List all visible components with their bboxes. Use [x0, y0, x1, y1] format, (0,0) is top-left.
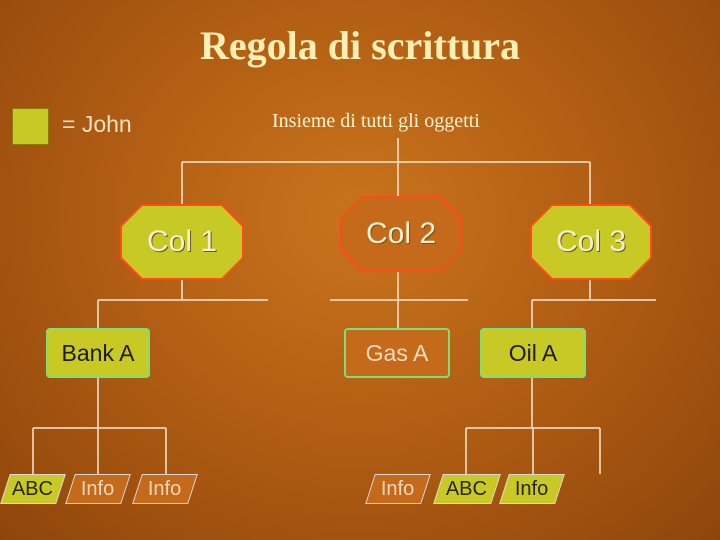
root-node-label: Insieme di tutti gli oggetti — [272, 110, 480, 132]
leaf-node-info: Info — [365, 474, 431, 504]
leaf-node-abc: ABC — [0, 474, 66, 504]
item-label: Bank A — [61, 339, 135, 366]
item-label: Oil A — [508, 339, 558, 366]
leaf-node-info: Info — [499, 474, 565, 504]
item-node-bank-a: Bank A — [46, 328, 150, 378]
leaf-label: ABC — [446, 477, 488, 500]
legend-swatch — [12, 108, 49, 145]
column-node-col1: Col 1 — [120, 204, 244, 280]
legend-label: = John — [62, 111, 132, 137]
leaf-label: Info — [81, 477, 115, 500]
column-label: Col 3 — [555, 225, 627, 258]
column-label: Col 2 — [365, 217, 437, 250]
leaf-label: ABC — [12, 477, 54, 500]
leaf-label: Info — [381, 477, 415, 500]
column-node-col2: Col 2 — [340, 196, 462, 272]
column-label: Col 1 — [146, 225, 218, 258]
leaf-node-info: Info — [65, 474, 131, 504]
item-node-gas-a: Gas A — [344, 328, 450, 378]
slide-title: Regola di scrittura — [200, 23, 520, 68]
column-node-col3: Col 3 — [530, 204, 652, 280]
leaf-label: Info — [515, 477, 549, 500]
item-node-oil-a: Oil A — [480, 328, 586, 378]
item-label: Gas A — [365, 339, 429, 366]
leaf-node-abc: ABC — [433, 474, 501, 504]
leaf-node-info: Info — [132, 474, 198, 504]
leaf-label: Info — [148, 477, 182, 500]
